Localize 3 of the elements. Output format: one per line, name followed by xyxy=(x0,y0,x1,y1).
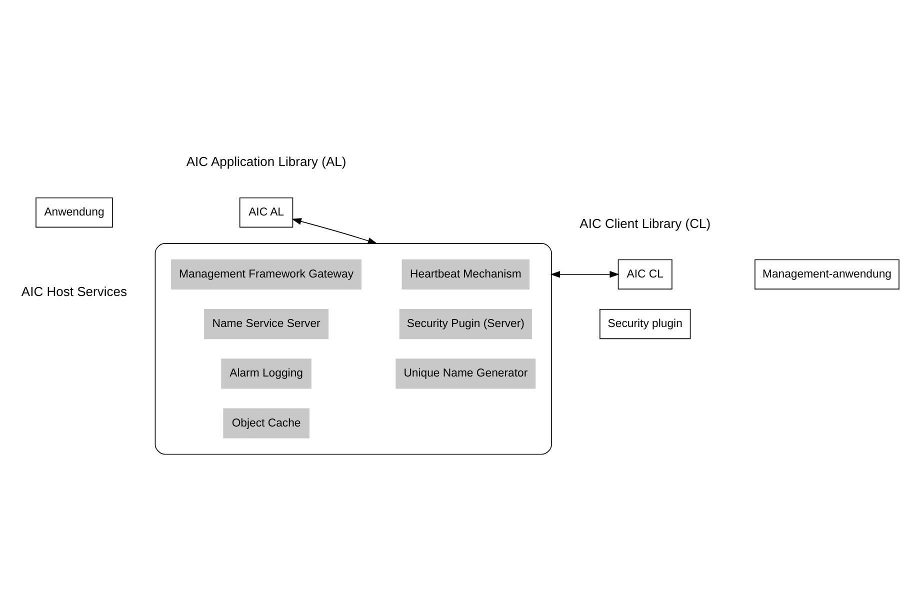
label: AIC Client Library (CL) xyxy=(580,216,711,231)
label: AIC Application Library (AL) xyxy=(186,154,346,169)
label: AIC Host Services xyxy=(21,284,128,300)
